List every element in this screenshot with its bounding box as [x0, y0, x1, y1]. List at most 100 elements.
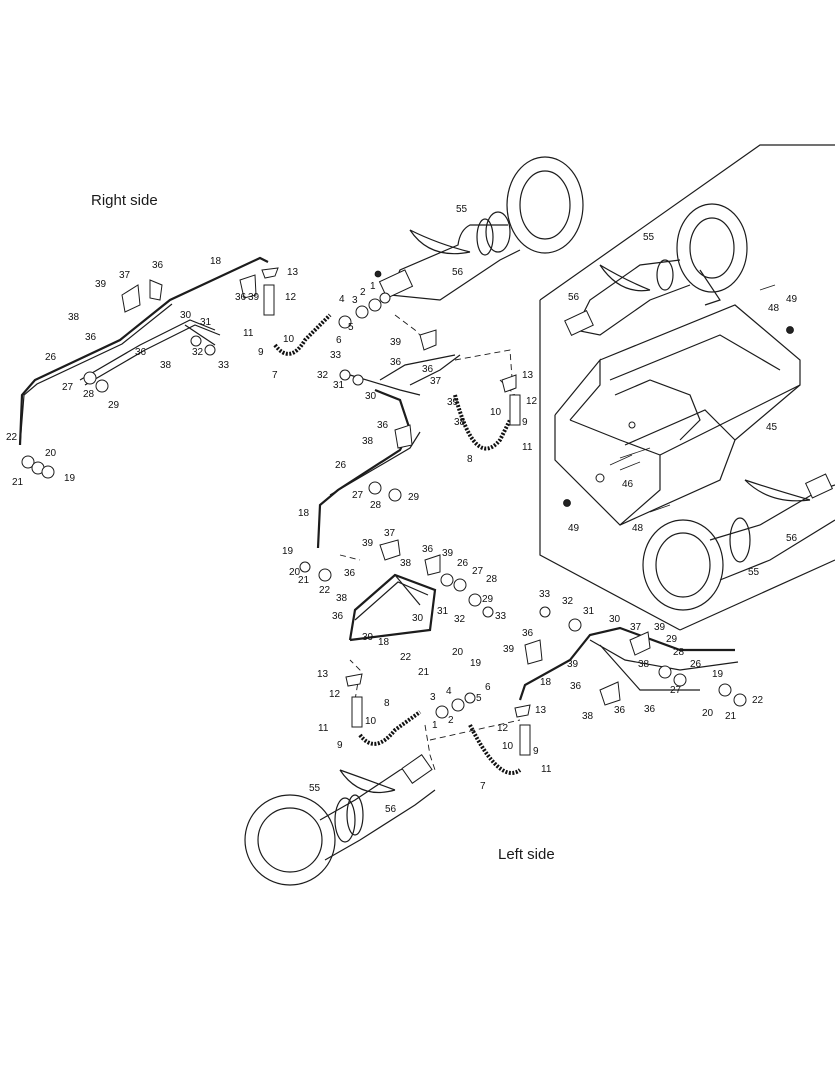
callout-49: 49	[568, 523, 580, 534]
callout-29: 29	[666, 634, 678, 645]
callout-49: 49	[786, 294, 798, 305]
callout-36: 36	[570, 681, 582, 692]
fittings	[21, 267, 794, 756]
callout-37: 37	[384, 528, 396, 539]
callout-26: 26	[335, 460, 347, 471]
callout-38: 38	[68, 312, 80, 323]
callout-32: 32	[454, 614, 466, 625]
callout-37: 37	[119, 270, 131, 281]
callout-18: 18	[378, 637, 390, 648]
callout-7: 7	[272, 370, 278, 381]
callout-31: 31	[583, 606, 595, 617]
callout-32: 32	[317, 370, 329, 381]
callout-46: 46	[622, 479, 634, 490]
callout-48: 48	[768, 303, 780, 314]
axle-bottom-left	[244, 754, 436, 886]
callout-39: 39	[567, 659, 579, 670]
callout-45: 45	[766, 422, 778, 433]
callout-11: 11	[541, 764, 552, 775]
right-side-label: Right side	[91, 192, 158, 209]
callout-9: 9	[522, 417, 528, 428]
axle-bottom-right	[642, 473, 835, 611]
callout-32: 32	[192, 347, 204, 358]
callout-6: 6	[485, 682, 491, 693]
callout-36: 36	[644, 704, 656, 715]
callout-33: 33	[495, 611, 507, 622]
callout-36: 36	[152, 260, 164, 271]
callout-36: 36	[377, 420, 389, 431]
callout-36: 36	[344, 568, 356, 579]
callout-19: 19	[712, 669, 724, 680]
brake-line-lower	[348, 573, 739, 701]
callout-21: 21	[725, 711, 737, 722]
callout-13: 13	[287, 267, 299, 278]
callout-36: 36	[422, 544, 434, 555]
callout-29: 29	[482, 594, 494, 605]
callout-30: 30	[180, 310, 192, 321]
callout-12: 12	[526, 396, 538, 407]
callout-19: 19	[64, 473, 76, 484]
callout-28: 28	[83, 389, 95, 400]
callout-9: 9	[337, 740, 343, 751]
callout-36: 36	[390, 357, 402, 368]
callout-38: 38	[638, 659, 650, 670]
callout-18: 18	[210, 256, 222, 267]
callout-20: 20	[702, 708, 714, 719]
callout-13: 13	[535, 705, 547, 716]
callout-56: 56	[385, 804, 397, 815]
callout-55: 55	[643, 232, 655, 243]
callout-21: 21	[12, 477, 24, 488]
callout-27: 27	[472, 566, 484, 577]
callout-7: 7	[480, 781, 486, 792]
callout-39: 39	[442, 548, 454, 559]
callout-31: 31	[200, 317, 212, 328]
axle-top-right	[374, 156, 584, 301]
callout-2: 2	[360, 287, 366, 298]
callout-48: 48	[632, 523, 644, 534]
callout-1: 1	[370, 281, 376, 292]
callout-36: 36	[522, 628, 534, 639]
callout-37: 37	[630, 622, 642, 633]
callout-4: 4	[446, 686, 452, 697]
callout-29: 29	[408, 492, 420, 503]
callout-38: 38	[160, 360, 172, 371]
callout-30: 30	[365, 391, 377, 402]
callout-9: 9	[258, 347, 264, 358]
callout-10: 10	[283, 334, 295, 345]
callout-28: 28	[370, 500, 382, 511]
callout-36: 36	[235, 292, 247, 303]
callout-11: 11	[243, 328, 254, 339]
callout-30: 30	[609, 614, 621, 625]
callout-26: 26	[457, 558, 469, 569]
callout-13: 13	[317, 669, 329, 680]
callout-55: 55	[748, 567, 760, 578]
brake-line-center	[316, 354, 461, 549]
callout-56: 56	[786, 533, 798, 544]
callout-19: 19	[470, 658, 482, 669]
callout-32: 32	[562, 596, 574, 607]
frame-outline	[539, 144, 835, 631]
callout-39: 39	[447, 397, 459, 408]
callout-38: 38	[362, 436, 374, 447]
callout-39: 39	[248, 292, 260, 303]
callout-39: 39	[362, 632, 374, 643]
hoses	[273, 313, 522, 775]
callout-4: 4	[339, 294, 345, 305]
callout-36: 36	[614, 705, 626, 716]
callout-38: 38	[454, 417, 466, 428]
callout-9: 9	[533, 746, 539, 757]
callout-3: 3	[430, 692, 436, 703]
callout-36: 36	[422, 364, 434, 375]
callout-3: 3	[352, 295, 358, 306]
callout-39: 39	[503, 644, 515, 655]
callout-20: 20	[452, 647, 464, 658]
callout-56: 56	[568, 292, 580, 303]
callout-13: 13	[522, 370, 534, 381]
callout-27: 27	[670, 685, 682, 696]
callout-6: 6	[336, 335, 342, 346]
callout-55: 55	[309, 783, 321, 794]
callout-21: 21	[298, 575, 310, 586]
callout-12: 12	[329, 689, 341, 700]
callout-22: 22	[6, 432, 18, 443]
